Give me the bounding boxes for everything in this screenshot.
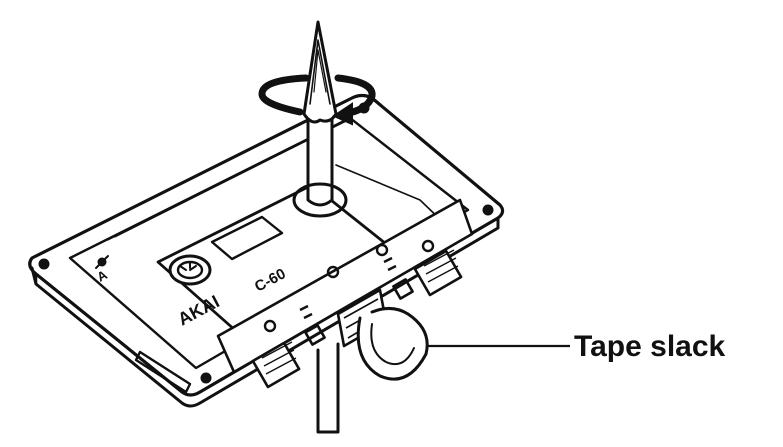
left-hub <box>168 254 212 286</box>
rotation-arrow-icon <box>258 74 376 126</box>
tape-loop-icon <box>356 307 429 381</box>
tape-slack-label: Tape slack <box>574 330 726 363</box>
